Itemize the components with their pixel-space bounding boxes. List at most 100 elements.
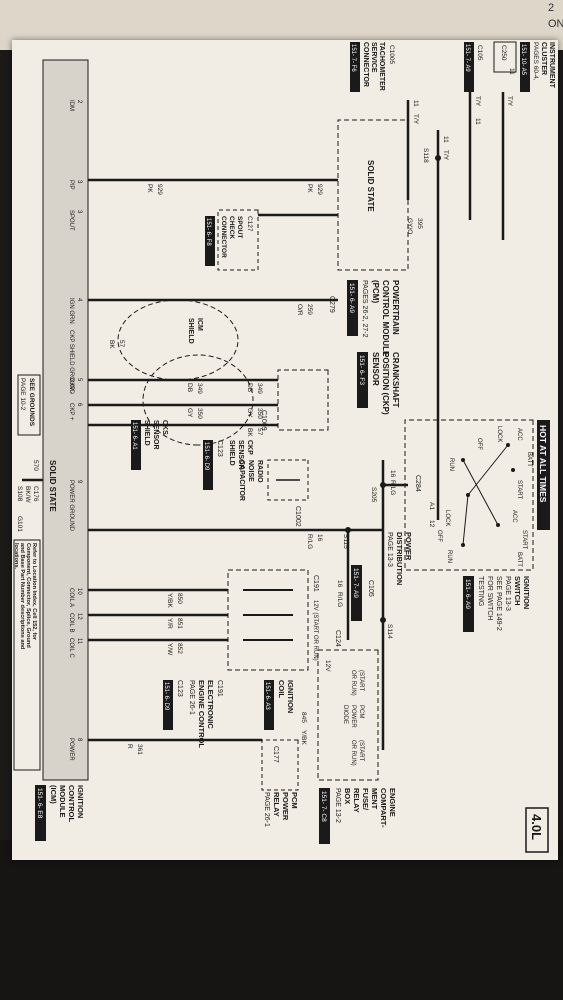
icm-label: IGNITION CONTROL MODULE (ICM) [49, 785, 85, 822]
svg-text:ENGINE: ENGINE [388, 788, 397, 817]
svg-text:C127: C127 [246, 216, 253, 232]
pcm-label: POWERTRAIN CONTROL MODULE (PCM) PAGES 26… [361, 280, 400, 357]
fuse-box [317, 649, 379, 781]
engine-badge-frame [525, 807, 549, 853]
radio-capacitor-label: RADIO NOISE CAPACITOR C1002 [238, 460, 301, 527]
svg-text:SENSOR: SENSOR [371, 352, 380, 386]
icm-box [42, 59, 89, 781]
connector-c279: C279 [328, 296, 335, 313]
switch-pos-start: START [516, 480, 522, 499]
svg-text:MODULE: MODULE [58, 785, 67, 818]
switch-pos-start-2: START [521, 530, 527, 549]
switch-pos-off-2: OFF [436, 530, 442, 542]
svg-text:BK/W: BK/W [24, 486, 31, 503]
svg-text:4: 4 [76, 298, 82, 302]
svg-text:PIP: PIP [68, 180, 74, 190]
svg-text:CONNECTOR: CONNECTOR [362, 42, 369, 87]
svg-text:Refer to Location Index, Cell: Refer to Location Index, Cell 152, for [31, 543, 37, 641]
instrument-cluster-ref-box [520, 42, 530, 92]
wire-16-label: 16 [389, 470, 396, 478]
see-grounds-label: SEE GROUNDS [28, 378, 35, 427]
svg-text:Component, Connector, Splice,: Component, Connector, Splice, Ground [25, 543, 31, 648]
eec-ref-box [163, 680, 173, 730]
ckp-ref-box [357, 352, 368, 408]
svg-text:PAGE 13-3: PAGE 13-3 [504, 576, 511, 611]
svg-text:PAGE 13-2: PAGE 13-2 [334, 788, 341, 823]
svg-text:POWER: POWER [281, 792, 290, 821]
svg-text:C176: C176 [32, 486, 39, 502]
wire-16-label-2: 16 [316, 534, 323, 542]
svg-text:IDM: IDM [68, 100, 74, 111]
fuse-box-ref: 151- 7- C8 [320, 791, 327, 822]
wire-845-label: 845 [300, 712, 307, 723]
svg-text:POWERTRAIN: POWERTRAIN [391, 280, 400, 335]
connector-c284: C284 [414, 475, 421, 492]
switch-pos-batt-2: BATT [516, 552, 522, 567]
svg-text:RELAY: RELAY [352, 788, 361, 813]
svg-text:CLUSTER: CLUSTER [540, 42, 547, 75]
connector-c124: C124 [334, 630, 341, 647]
instrument-cluster-ref: 151- 10- A5 [520, 44, 526, 76]
svg-text:SEE PAGE 149-2: SEE PAGE 149-2 [495, 576, 502, 631]
wire-db-label: DB [246, 383, 253, 392]
wire-pk-label-2: PK [146, 184, 153, 193]
svg-text:COIL A: COIL A [68, 588, 74, 607]
ignition-switch-label: IGNITION SWITCH PAGE 13-3 SEE PAGE 149-2… [477, 576, 531, 631]
ignition-switch-box [404, 419, 534, 571]
svg-text:CRANKSHAFT: CRANKSHAFT [391, 352, 400, 408]
ignition-switch-ref-box [463, 576, 474, 632]
spout-ref: 151- 6- F8 [205, 218, 211, 246]
svg-text:11: 11 [76, 638, 82, 645]
svg-text:CKP: CKP [246, 440, 253, 455]
ignition-coil-ref-box [264, 680, 274, 730]
ckp-ref: 151- 6- F3 [358, 355, 365, 385]
power-distribution-label: POWER DISTRIBUTION PAGE 13-3 [386, 532, 413, 585]
svg-text:POWER GROUND: POWER GROUND [68, 480, 74, 532]
svg-text:2: 2 [76, 100, 82, 104]
see-grounds-page: PAGE 10-2 [19, 378, 26, 411]
wire-bk-label-2: BK [108, 340, 115, 349]
wire-350-label-2: 350 [196, 408, 203, 419]
svg-text:10: 10 [76, 588, 82, 595]
svg-text:570: 570 [32, 460, 39, 471]
ckp-sensor-label: CRANKSHAFT POSITION (CKP) SENSOR [371, 352, 400, 415]
wire-ty-label-2: T/Y [474, 96, 481, 107]
wire-db-label-2: DB [186, 383, 193, 392]
svg-text:(START: (START [358, 670, 364, 691]
svg-text:ENGINE CONTROL: ENGINE CONTROL [197, 680, 206, 748]
spout-connector-label: C127 SPOUT CHECK CONNECTOR [220, 216, 253, 258]
pcm-power-relay-box [261, 739, 299, 791]
wire-929-label-2: 929 [156, 184, 163, 195]
svg-text:C123: C123 [176, 680, 183, 697]
fuse-box-label: ENGINE COMPART- MENT FUSE/ RELAY BOX PAG… [334, 788, 397, 828]
svg-text:PAGES 26-2, 27-2: PAGES 26-2, 27-2 [361, 280, 368, 338]
svg-text:SENSOR: SENSOR [152, 420, 159, 450]
svg-text:SWITCH: SWITCH [513, 576, 522, 606]
c105-left-ref: 151- 7- A9 [464, 44, 470, 72]
svg-text:C1002: C1002 [294, 506, 301, 527]
pcm-box [337, 119, 409, 271]
svg-text:PCM: PCM [290, 792, 299, 809]
switch-pos-acc: ACC [516, 428, 522, 441]
svg-text:OR RUN): OR RUN) [350, 670, 356, 696]
ckp-shield-ref-box [203, 440, 213, 490]
radio-capacitor-box [267, 459, 309, 501]
connector-c250: C250 [500, 45, 507, 61]
wire-57-label: 57 [256, 428, 263, 436]
svg-text:POWER: POWER [350, 705, 356, 728]
wire-pk-label: PK [306, 184, 313, 193]
icm-solid-state: SOLID STATE [48, 460, 57, 512]
wire-rlg-label: R/LG [389, 480, 396, 495]
svg-text:TACHOMETER: TACHOMETER [378, 42, 385, 91]
wire-350-label: 350 [256, 408, 263, 419]
svg-text:FUSE/: FUSE/ [361, 788, 370, 811]
tachometer-connector-label: C1005 TACHOMETER SERVICE CONNECTOR [362, 42, 395, 91]
fuse-12v: 12V [324, 660, 331, 672]
wire-rlg-label-3: R/LG [336, 592, 343, 607]
wire-ty-label-1: T/Y [506, 96, 513, 107]
ignition-coil-box [227, 569, 309, 671]
ignition-switch-contacts [461, 443, 515, 547]
svg-text:RADIO: RADIO [256, 460, 263, 483]
connector-c105-top: C105 [367, 580, 374, 597]
